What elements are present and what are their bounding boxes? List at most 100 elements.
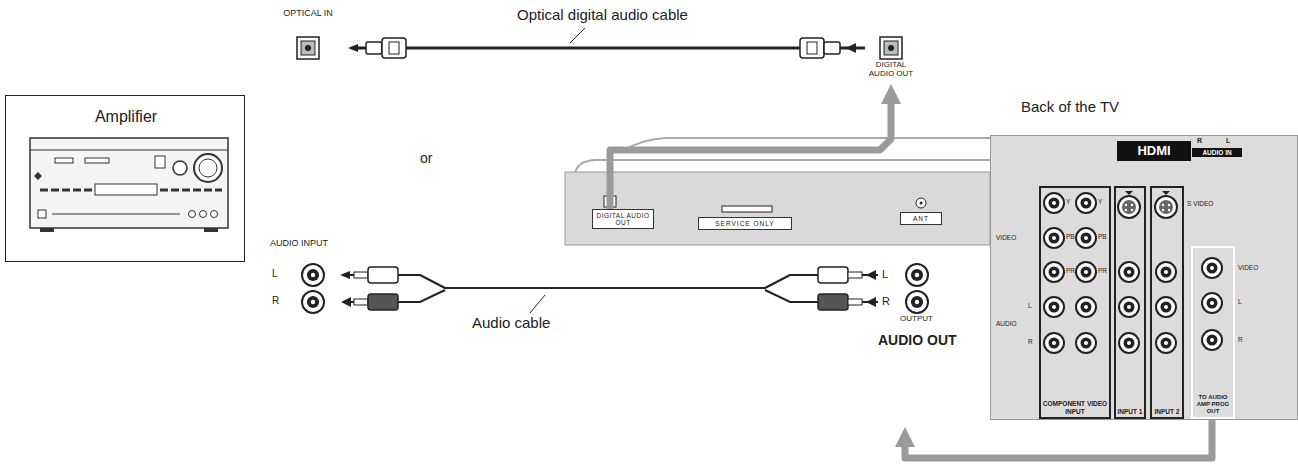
jack-symbols — [1052, 305, 1056, 309]
jack-symbols — [1052, 341, 1056, 345]
terminal-name: AUDIO IN — [1192, 148, 1242, 157]
amplifier-drawing — [200, 211, 207, 218]
signal-arrow — [905, 419, 1212, 458]
jack-symbols — [1049, 267, 1060, 278]
jack-symbols — [1049, 198, 1060, 209]
jack-symbols — [1161, 302, 1172, 313]
jack-symbols — [1049, 302, 1060, 313]
jack-symbols — [1207, 298, 1218, 309]
rca-plug — [818, 294, 848, 310]
optical-plug — [366, 38, 856, 58]
terminal-label-box: SERVICE ONLY — [698, 217, 792, 230]
node-text: L — [882, 268, 892, 281]
jack-symbols — [311, 300, 315, 304]
tv-cabinet — [565, 172, 990, 245]
jack-symbols — [305, 45, 311, 51]
signal-arrow — [610, 96, 891, 209]
jack-symbols — [1119, 262, 1139, 282]
node-text: Back of the TV — [1021, 98, 1221, 115]
pin-name: AUDIO — [996, 320, 1017, 327]
cable-label: Optical digital audio cable — [515, 6, 690, 23]
pin-name: L — [1238, 298, 1242, 305]
jack-symbols — [1044, 193, 1064, 213]
jack-symbols — [1125, 191, 1133, 195]
node-text: HDMI — [1118, 144, 1190, 159]
rca-plug — [354, 299, 368, 305]
jack-symbols — [297, 37, 1222, 353]
amplifier-box: Amplifier — [5, 95, 245, 262]
node-text: R — [882, 295, 892, 308]
jack-symbols — [906, 264, 928, 286]
amplifier-drawing — [52, 214, 180, 215]
optical-plug — [382, 38, 406, 58]
jack-symbols — [1164, 341, 1168, 345]
tv-cabinet — [565, 135, 1298, 420]
jack-symbols — [1202, 258, 1222, 278]
jack-symbols — [1131, 209, 1133, 211]
jack-symbols — [1131, 204, 1133, 206]
node-text: AUDIO OUT — [878, 332, 988, 348]
jack-symbols — [1164, 270, 1168, 274]
amplifier-drawing — [40, 228, 54, 232]
jack-symbols — [1125, 209, 1127, 211]
node-text: COMPONENT VIDEO INPUT — [1041, 400, 1109, 415]
jack-symbols — [1076, 193, 1096, 213]
node-text: DIGITAL AUDIO OUT — [865, 60, 917, 78]
terminal-label-box: ANT — [900, 212, 942, 225]
jack-symbols — [1084, 201, 1088, 205]
optical-plug — [846, 43, 856, 53]
optical-plug — [807, 42, 817, 54]
pin-name: R — [1028, 338, 1033, 345]
jack-symbols — [1207, 263, 1218, 274]
component-input-column: COMPONENT VIDEO INPUT — [1039, 186, 1111, 419]
node-text: AUDIO INPUT — [270, 238, 340, 248]
jack-symbols — [302, 264, 324, 286]
amplifier-drawing — [85, 158, 109, 163]
jack-symbols — [1156, 333, 1176, 353]
jack-symbols — [301, 41, 315, 55]
tv-cabinet — [990, 135, 1298, 420]
jack-symbols — [888, 45, 894, 51]
jack-symbols — [1125, 204, 1127, 206]
jack-symbols — [1161, 338, 1172, 349]
jack-symbols — [920, 202, 923, 205]
node-text: INPUT 2 — [1152, 408, 1182, 415]
jack-symbols — [1044, 297, 1064, 317]
pin-name: Y — [1098, 198, 1102, 205]
jack-symbols — [1084, 305, 1088, 309]
jack-symbols — [1127, 341, 1131, 345]
amplifier-drawing — [173, 161, 187, 175]
node-text: DIGITAL AUDIO OUT — [593, 212, 653, 227]
digital-out-jack: DIGITAL AUDIO OUT — [865, 34, 917, 84]
jack-symbols — [1162, 204, 1164, 206]
optical-in-jack: OPTICAL IN — [268, 6, 348, 64]
jack-symbols — [1076, 297, 1096, 317]
jack-symbols — [307, 269, 319, 281]
jack-symbols — [1081, 302, 1092, 313]
jack-symbols — [1081, 233, 1092, 244]
jack-symbols — [302, 291, 324, 313]
node-text: Amplifier — [6, 108, 246, 126]
jack-symbols — [1127, 270, 1131, 274]
node-text: L — [272, 268, 282, 280]
node-text: TO AUDIO AMP PROG OUT — [1193, 394, 1233, 415]
pin-name: Y — [1066, 198, 1070, 205]
jack-symbols — [1161, 267, 1172, 278]
optical-plug — [800, 38, 824, 58]
jack-symbols — [1168, 204, 1170, 206]
leader-line — [570, 28, 585, 43]
pin-name: PR — [1066, 267, 1075, 274]
jack-symbols — [722, 206, 772, 212]
jack-symbols — [1210, 338, 1214, 342]
amplifier-drawing — [155, 156, 165, 168]
pin-name: PR — [1098, 267, 1107, 274]
pin-name: R — [1197, 137, 1202, 145]
amplifier-drawing — [30, 138, 228, 228]
leader-line — [530, 28, 585, 313]
rca-plug — [818, 267, 848, 283]
amplifier-drawing — [30, 138, 228, 232]
jack-symbols — [1044, 262, 1064, 282]
amplifier-drawing — [199, 159, 217, 177]
jack-symbols — [1076, 228, 1096, 248]
jack-symbols — [911, 296, 923, 308]
